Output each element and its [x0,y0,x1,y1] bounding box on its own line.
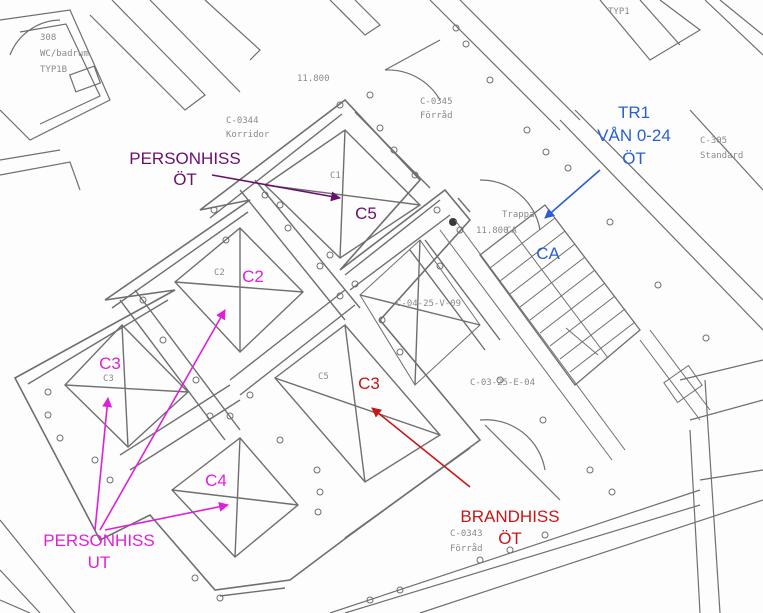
c5-upper-label: C5 [355,204,377,223]
stair-tr1 [439,204,711,461]
level-11800-mid: 11.800 [476,226,509,236]
c4-label: C4 [205,471,227,490]
arrow-ut-to-c3 [94,397,113,531]
c3-car-label: C3 [103,374,114,384]
room-c0345-code: C-0345 [420,97,453,107]
personhiss-ot-label-line1: PERSONHISS [129,149,240,168]
annotation-text: PERSONHISS ÖT C5 TR1 VÅN 0-24 ÖT CA C2 C… [43,103,671,572]
c5-car-label: C5 [318,372,329,382]
personhiss-ut-label-line1: PERSONHISS [43,531,154,550]
wc-badrum-label: WC/badrum [40,49,89,59]
room-c305-code: C-305 [700,136,727,146]
arrow-ut-to-c2 [99,309,226,531]
typ1b-label: TYP1B [40,65,67,75]
c3-left-label: C3 [99,354,121,373]
arrow-ut-to-c4 [104,501,229,531]
annotation-arrows [94,169,601,531]
tr1-label-line3: ÖT [622,149,646,168]
c3-center-label: C3 [358,374,380,393]
standard-label: Standard [700,151,743,161]
ca-small-label: CA [506,226,517,236]
shaft-c04-25-label: C-04-25-V-09 [396,299,461,309]
c2-car-label: C2 [214,268,225,278]
room-c0344-code: C-0344 [226,116,259,126]
ca-label: CA [536,244,560,263]
brandhiss-label-line1: BRANDHISS [460,507,559,526]
shaft-c03-25-label: C-03-25-E-04 [470,378,535,388]
personhiss-ot-label-line2: ÖT [173,170,197,189]
level-11800-top: 11.800 [297,74,330,84]
personhiss-ut-label-line2: UT [88,553,111,572]
arrow-tr1 [544,169,601,219]
trappa-label: Trappa [502,210,535,220]
level-marker-dot [449,218,457,226]
room-308-label: 308 [40,33,56,43]
typ1-label: TYP1 [608,7,630,17]
korridor-label: Korridor [226,130,270,140]
c1-car-label: C1 [330,171,341,181]
brandhiss-label-line2: ÖT [498,529,522,548]
arrow-brandhiss [371,407,471,488]
arrow-personhiss-ot [211,174,341,202]
tr1-label-line1: TR1 [618,103,650,122]
forrad-top-label: Förråd [420,110,453,121]
elevator-core [13,98,501,597]
cad-labels: 308 WC/badrum TYP1B TYP1 11.800 C-0344 K… [40,7,743,554]
shaft-bolt-dots [44,24,710,604]
room-c0343-code: C-0343 [450,529,483,539]
forrad-bottom-label: Förråd [450,543,483,554]
tr1-label-line2: VÅN 0-24 [597,126,671,145]
c2-label: C2 [242,267,264,286]
